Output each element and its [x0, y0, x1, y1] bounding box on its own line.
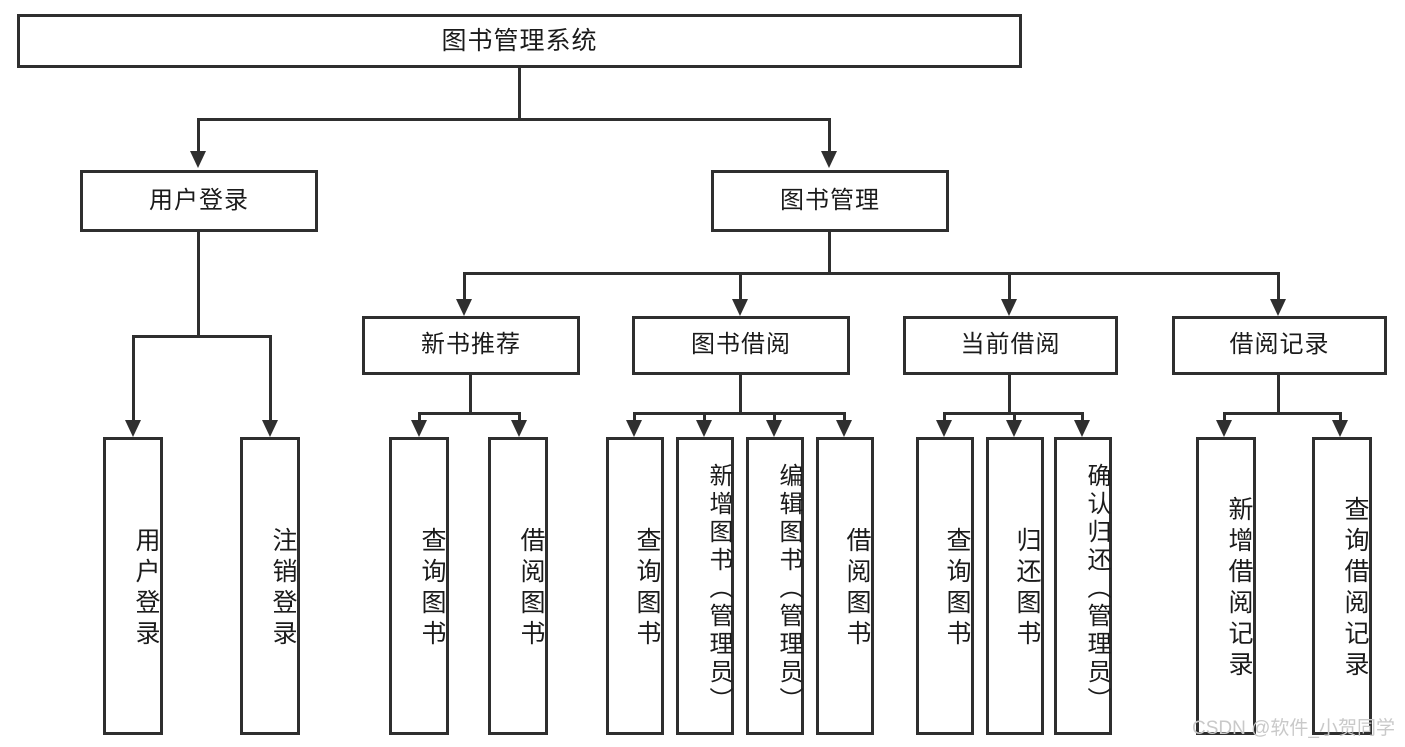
leaf-borrow-book[interactable]: 借阅图书 — [816, 437, 874, 735]
connector-borrow-to-leaf-1 — [633, 412, 636, 420]
connector-user-login-to-leaf-2 — [269, 335, 272, 420]
leaf-confirm-return-admin[interactable]: 确认归还（管理员） — [1054, 437, 1112, 735]
leaf-query-book-recommend[interactable]: 查询图书 — [389, 437, 449, 735]
csdn-watermark: CSDN @软件_小贺同学 — [1192, 718, 1395, 739]
connector-book-mgmt-to-l3-1 — [463, 272, 466, 299]
connector-recommend-to-leaf-1 — [418, 412, 421, 420]
connector-root-to-user-login — [197, 118, 200, 151]
arrow-root-to-book-mgmt — [821, 151, 837, 168]
connector-record-bus — [1223, 412, 1342, 415]
node-current-borrow[interactable]: 当前借阅 — [903, 316, 1118, 375]
connector-book-mgmt-to-l3-2 — [739, 272, 742, 299]
arrow-current-to-leaf-1 — [936, 420, 952, 437]
arrow-user-login-to-leaf-1 — [125, 420, 141, 437]
connector-current-stem — [1008, 375, 1011, 412]
connector-recommend-stem — [469, 375, 472, 412]
arrow-user-login-to-leaf-2 — [262, 420, 278, 437]
arrow-borrow-to-leaf-2 — [696, 420, 712, 437]
leaf-add-borrow-record[interactable]: 新增借阅记录 — [1196, 437, 1256, 735]
connector-user-login-bus — [132, 335, 272, 338]
node-root-system[interactable]: 图书管理系统 — [17, 14, 1022, 68]
leaf-add-book-admin[interactable]: 新增图书（管理员） — [676, 437, 734, 735]
node-book-borrow[interactable]: 图书借阅 — [632, 316, 850, 375]
connector-current-to-leaf-3 — [1081, 412, 1084, 420]
connector-recommend-to-leaf-2 — [518, 412, 521, 420]
arrow-recommend-to-leaf-2 — [511, 420, 527, 437]
connector-borrow-to-leaf-2 — [703, 412, 706, 420]
arrow-borrow-to-leaf-4 — [836, 420, 852, 437]
connector-user-login-stem — [197, 232, 200, 335]
node-book-management[interactable]: 图书管理 — [711, 170, 949, 232]
connector-book-mgmt-bus — [463, 272, 1280, 275]
leaf-user-login[interactable]: 用户登录 — [103, 437, 163, 735]
leaf-borrow-book-recommend[interactable]: 借阅图书 — [488, 437, 548, 735]
connector-root-to-book-mgmt — [828, 118, 831, 151]
connector-root-stem — [518, 68, 521, 118]
arrow-book-mgmt-to-l3-4 — [1270, 299, 1286, 316]
connector-book-mgmt-to-l3-3 — [1008, 272, 1011, 299]
arrow-record-to-leaf-2 — [1332, 420, 1348, 437]
arrow-current-to-leaf-3 — [1074, 420, 1090, 437]
leaf-query-book-current[interactable]: 查询图书 — [916, 437, 974, 735]
node-borrow-record[interactable]: 借阅记录 — [1172, 316, 1387, 375]
leaf-edit-book-admin[interactable]: 编辑图书（管理员） — [746, 437, 804, 735]
arrow-borrow-to-leaf-3 — [766, 420, 782, 437]
connector-record-stem — [1277, 375, 1280, 412]
arrow-book-mgmt-to-l3-1 — [456, 299, 472, 316]
arrow-current-to-leaf-2 — [1006, 420, 1022, 437]
connector-root-bus — [197, 118, 831, 121]
connector-current-to-leaf-2 — [1013, 412, 1016, 420]
connector-borrow-to-leaf-3 — [773, 412, 776, 420]
connector-recommend-bus — [418, 412, 521, 415]
arrow-root-to-user-login — [190, 151, 206, 168]
node-user-login[interactable]: 用户登录 — [80, 170, 318, 232]
node-new-book-recommend[interactable]: 新书推荐 — [362, 316, 580, 375]
arrow-record-to-leaf-1 — [1216, 420, 1232, 437]
arrow-book-mgmt-to-l3-2 — [732, 299, 748, 316]
connector-user-login-to-leaf-1 — [132, 335, 135, 420]
connector-borrow-stem — [739, 375, 742, 412]
connector-book-mgmt-to-l3-4 — [1277, 272, 1280, 299]
leaf-logout[interactable]: 注销登录 — [240, 437, 300, 735]
arrow-borrow-to-leaf-1 — [626, 420, 642, 437]
connector-borrow-bus — [633, 412, 845, 415]
connector-book-mgmt-stem — [828, 232, 831, 272]
arrow-book-mgmt-to-l3-3 — [1001, 299, 1017, 316]
arrow-recommend-to-leaf-1 — [411, 420, 427, 437]
connector-current-to-leaf-1 — [943, 412, 946, 420]
connector-record-to-leaf-1 — [1223, 412, 1226, 420]
leaf-return-book[interactable]: 归还图书 — [986, 437, 1044, 735]
leaf-query-book-borrow[interactable]: 查询图书 — [606, 437, 664, 735]
leaf-query-borrow-record[interactable]: 查询借阅记录 — [1312, 437, 1372, 735]
connector-borrow-to-leaf-4 — [843, 412, 846, 420]
connector-record-to-leaf-2 — [1339, 412, 1342, 420]
